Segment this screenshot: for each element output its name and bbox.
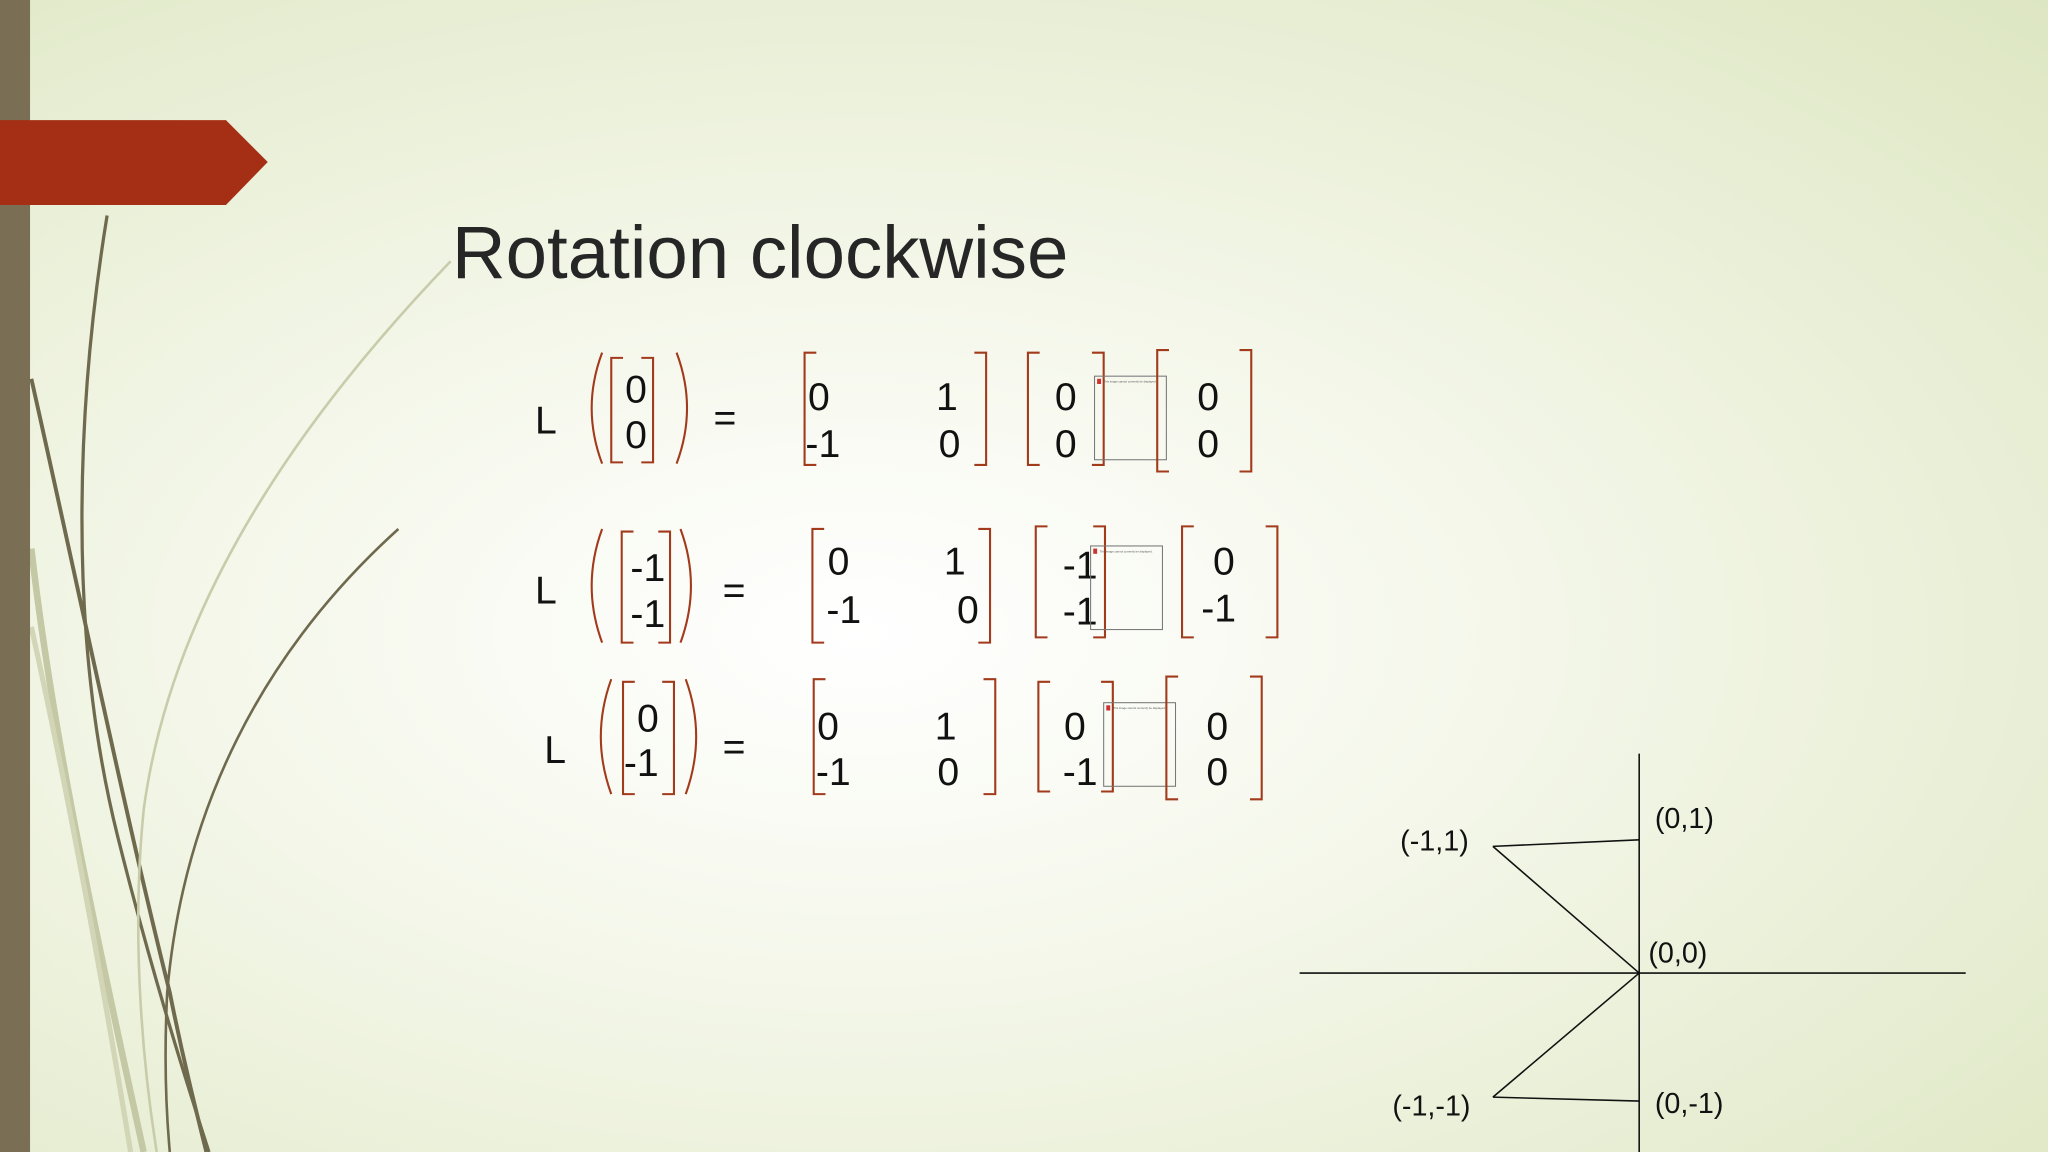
equals-sign: = xyxy=(723,569,746,612)
input-vector-right-bracket xyxy=(641,356,655,464)
broken-image-icon xyxy=(1093,548,1098,554)
input-value: 0 xyxy=(637,697,659,740)
vector-right-bracket xyxy=(1093,525,1107,639)
rotation-matrix-right-bracket xyxy=(974,351,988,467)
input-vector-right-bracket xyxy=(662,680,676,796)
broken-image-text: This image cannot currently be displayed… xyxy=(1104,380,1157,384)
result-entry: 0 xyxy=(1206,705,1228,748)
input-vector-left-bracket xyxy=(620,530,634,644)
segment xyxy=(1492,839,1640,848)
matrix-entry: 0 xyxy=(808,376,830,419)
result-entry: -1 xyxy=(1201,588,1236,631)
matrix-entry: 0 xyxy=(828,541,850,584)
transform-operator: L xyxy=(535,400,557,443)
vector-entry: 0 xyxy=(1055,423,1077,466)
right-parenthesis xyxy=(679,528,692,643)
vector-right-bracket xyxy=(1091,351,1105,467)
matrix-entry: -1 xyxy=(816,751,851,794)
title-arrow-banner xyxy=(0,120,268,206)
point-label: (0,-1) xyxy=(1655,1088,1724,1120)
left-parenthesis xyxy=(590,528,604,643)
input-value: -1 xyxy=(630,593,665,636)
left-parenthesis xyxy=(590,352,604,465)
result-right-bracket xyxy=(1265,525,1279,639)
vector-entry: 0 xyxy=(1055,376,1077,419)
result-entry: 0 xyxy=(1206,751,1228,794)
broken-image-placeholder: This image cannot currently be displayed… xyxy=(1103,702,1177,787)
result-right-bracket xyxy=(1239,348,1253,473)
input-value: -1 xyxy=(630,547,665,590)
broken-image-placeholder: This image cannot currently be displayed… xyxy=(1090,545,1163,631)
right-parenthesis xyxy=(684,678,698,795)
matrix-entry: 0 xyxy=(957,589,979,632)
broken-image-placeholder: This image cannot currently be displayed… xyxy=(1094,375,1167,461)
image-frame xyxy=(1090,545,1163,631)
segment xyxy=(1492,972,1640,1098)
rotation-matrix-left-bracket xyxy=(811,527,825,644)
vector-entry: -1 xyxy=(1063,751,1098,794)
left-parenthesis xyxy=(599,678,613,795)
matrix-entry: 1 xyxy=(935,705,957,748)
broken-image-text: This image cannot currently be displayed… xyxy=(1100,549,1153,553)
rotation-diagram: (-1,1) (0,1) (0,0) (-1,-1) (0,-1) xyxy=(1299,753,1966,1152)
rotation-matrix-right-bracket xyxy=(978,527,992,644)
matrix-entry: -1 xyxy=(826,589,861,632)
point-label: (-1,1) xyxy=(1400,825,1469,857)
result-entry: 0 xyxy=(1213,541,1235,584)
input-vector-left-bracket xyxy=(610,356,624,464)
result-entry: 0 xyxy=(1197,423,1219,466)
transform-operator: L xyxy=(535,569,557,612)
equals-sign: = xyxy=(713,397,736,440)
segment xyxy=(1492,1096,1640,1102)
matrix-entry: 0 xyxy=(817,705,839,748)
slide-title: Rotation clockwise xyxy=(452,211,1068,294)
equals-sign: = xyxy=(723,726,746,769)
result-left-bracket xyxy=(1156,348,1169,473)
result-right-bracket xyxy=(1249,675,1263,801)
result-left-bracket xyxy=(1180,525,1194,639)
matrix-entry: 1 xyxy=(936,376,958,419)
vector-left-bracket xyxy=(1037,680,1051,793)
matrix-entry: 0 xyxy=(939,423,961,466)
point-label: (-1,-1) xyxy=(1392,1090,1470,1122)
vector-left-bracket xyxy=(1026,351,1040,467)
broken-image-text: This image cannot currently be displayed… xyxy=(1113,706,1166,710)
segment xyxy=(1492,845,1640,974)
input-value: 0 xyxy=(625,414,647,457)
rotation-matrix-right-bracket xyxy=(983,678,997,796)
vector-entry: -1 xyxy=(1063,590,1098,633)
result-entry: 0 xyxy=(1197,376,1219,419)
rotation-matrix-left-bracket xyxy=(803,351,817,467)
matrix-entry: -1 xyxy=(805,423,840,466)
input-value: -1 xyxy=(624,742,659,785)
rotation-matrix-left-bracket xyxy=(812,678,826,796)
vector-right-bracket xyxy=(1101,680,1114,793)
image-frame xyxy=(1103,702,1177,787)
matrix-entry: 0 xyxy=(937,751,959,794)
input-value: 0 xyxy=(625,368,647,411)
transform-operator: L xyxy=(544,729,566,772)
image-frame xyxy=(1094,375,1167,461)
broken-image-icon xyxy=(1097,378,1102,384)
point-label: (0,0) xyxy=(1648,938,1707,970)
vector-entry: -1 xyxy=(1063,545,1098,588)
result-left-bracket xyxy=(1165,675,1179,801)
right-parenthesis xyxy=(675,352,688,465)
matrix-entry: 1 xyxy=(944,541,966,584)
input-vector-left-bracket xyxy=(621,680,635,796)
broken-image-icon xyxy=(1106,705,1111,711)
vector-entry: 0 xyxy=(1064,705,1086,748)
decorative-grass xyxy=(28,215,452,1152)
vector-left-bracket xyxy=(1034,525,1048,639)
point-label: (0,1) xyxy=(1655,803,1714,835)
input-vector-right-bracket xyxy=(658,530,672,644)
